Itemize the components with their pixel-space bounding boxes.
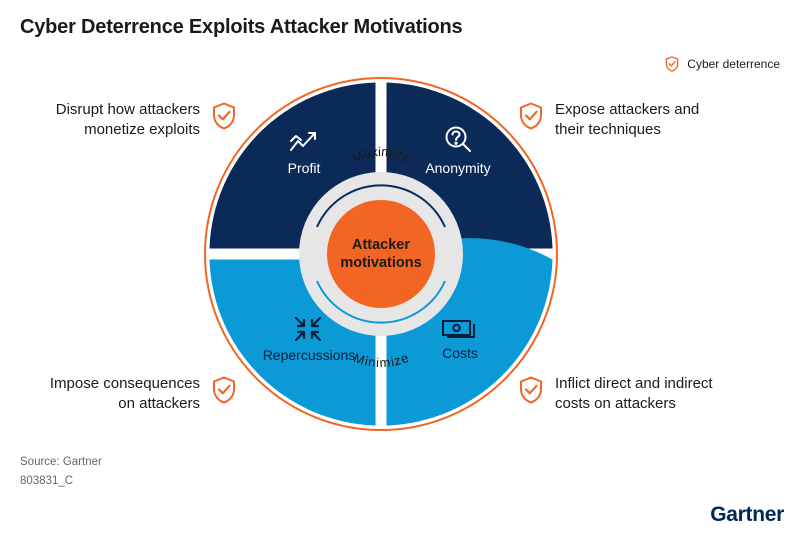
figure-code: 803831_C	[20, 475, 74, 487]
quadrant-label-anonymity: Anonymity	[425, 160, 490, 176]
magnifier-question-icon	[445, 126, 471, 152]
source-note: Source: Gartner	[20, 456, 102, 468]
quadrant-label-profit: Profit	[288, 160, 321, 176]
shield-check-icon	[213, 376, 235, 404]
callout-text: Expose attackers and	[555, 101, 700, 118]
minimize-label: Minimize	[352, 350, 411, 370]
shield-check-icon	[520, 102, 542, 130]
legend-label: Cyber deterrence	[687, 57, 780, 71]
shield-check-icon	[520, 376, 542, 404]
cash-icon	[442, 320, 475, 338]
callout-text: Inflict direct and indirect	[555, 375, 713, 392]
compress-arrows-icon	[294, 316, 322, 342]
callout-text: their techniques	[555, 121, 661, 138]
callout-top-right: Expose attackers and their techniques	[519, 100, 699, 140]
callout-text: Impose consequences	[49, 375, 200, 392]
legend: Cyber deterrence	[665, 56, 780, 72]
center-line1: Attacker	[352, 237, 410, 253]
callout-text: on attackers	[118, 395, 200, 412]
page-title: Cyber Deterrence Exploits Attacker Motiv…	[20, 16, 463, 38]
shield-check-icon	[213, 102, 235, 130]
center-circle	[327, 200, 435, 308]
callout-text: costs on attackers	[555, 395, 676, 412]
quadrant-label-costs: Costs	[442, 345, 478, 361]
shield-check-icon	[665, 56, 679, 72]
center-line2: motivations	[340, 255, 421, 271]
callout-text: Disrupt how attackers	[55, 101, 200, 118]
maximize-arc	[316, 184, 446, 228]
minimize-arc	[316, 280, 446, 324]
callout-bottom-left: Impose consequences on attackers	[50, 374, 236, 414]
callout-top-left: Disrupt how attackers monetize exploits	[56, 100, 236, 140]
callout-bottom-right: Inflict direct and indirect costs on att…	[519, 374, 713, 414]
trending-up-icon	[290, 132, 316, 151]
callout-text: monetize exploits	[84, 121, 200, 138]
quadrant-label-repercussions: Repercussions	[263, 347, 356, 363]
gartner-logo: Gartner	[710, 503, 784, 526]
outer-ring	[204, 77, 558, 431]
